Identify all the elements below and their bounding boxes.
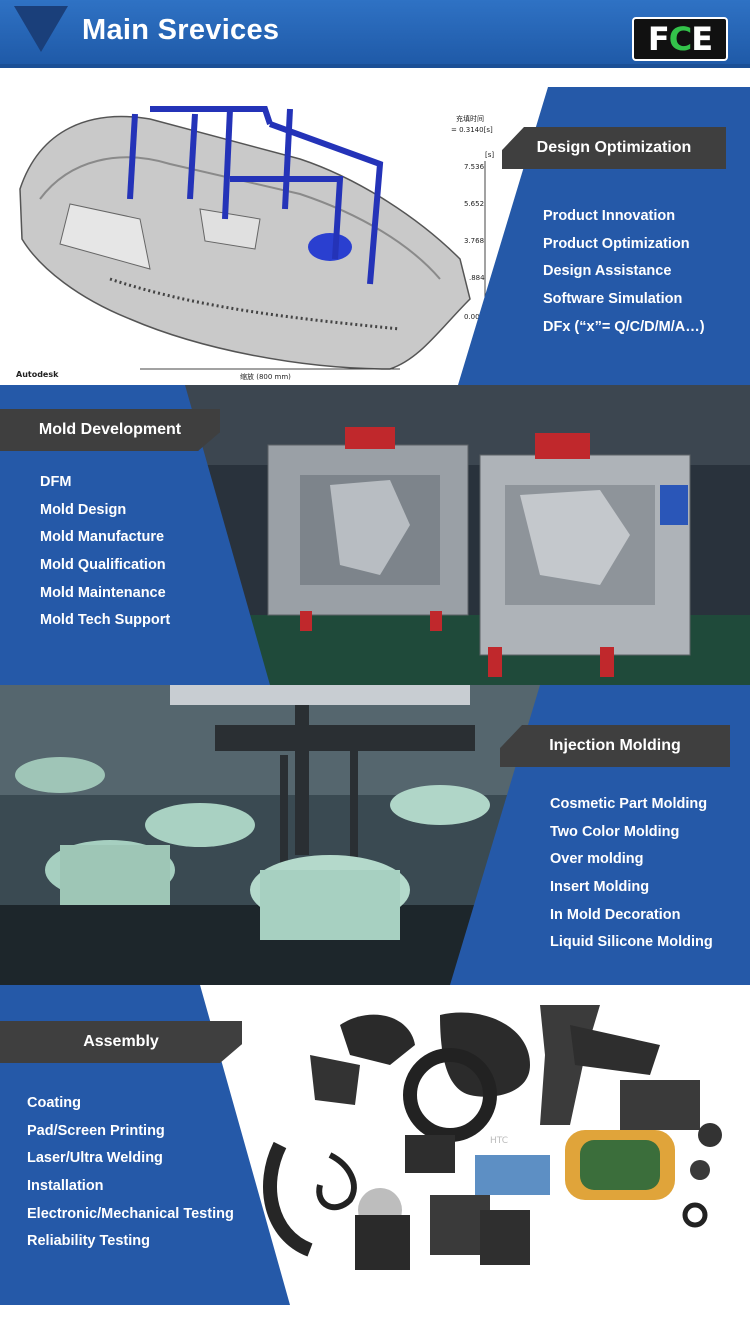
- svg-text:0.000: 0.000: [464, 313, 484, 321]
- section-mold-development: Mold Development DFM Mold Design Mold Ma…: [0, 385, 750, 685]
- svg-text:7.536: 7.536: [464, 163, 485, 171]
- list-item: Laser/Ultra Welding: [27, 1150, 163, 1167]
- list-item: Mold Design: [40, 501, 127, 518]
- mold-items: DFM Mold Design Mold Manufacture Mold Qu…: [40, 469, 170, 635]
- list-item: Pad/Screen Printing: [27, 1122, 165, 1139]
- design-optimization-title: Design Optimization: [502, 127, 726, 169]
- svg-text:缩放 (800 mm): 缩放 (800 mm): [240, 372, 291, 381]
- svg-text:HTC: HTC: [490, 1136, 508, 1146]
- svg-text:= 0.3140[s]: = 0.3140[s]: [451, 126, 493, 134]
- svg-text:3.768: 3.768: [464, 237, 484, 245]
- list-item: Coating: [27, 1095, 81, 1111]
- section-assembly: HTC Assembly Coating Pad/Screen Printing…: [0, 985, 750, 1333]
- injection-molding-title: Injection Molding: [500, 725, 730, 767]
- list-item: Mold Maintenance: [40, 584, 166, 601]
- assembly-image: HTC: [240, 985, 750, 1333]
- svg-text:充填时间: 充填时间: [456, 114, 484, 123]
- list-item: Insert Molding: [550, 879, 650, 896]
- list-item: Liquid Silicone Molding: [550, 934, 713, 951]
- list-item: Two Color Molding: [550, 823, 680, 840]
- list-item: Reliability Testing: [27, 1233, 151, 1250]
- list-item: Mold Manufacture: [40, 529, 165, 546]
- mold-development-title: Mold Development: [0, 409, 220, 451]
- page-title: Main Srevices: [82, 14, 280, 46]
- list-item: Electronic/Mechanical Testing: [27, 1205, 234, 1222]
- assembly-title: Assembly: [0, 1021, 242, 1063]
- design-items: Product Innovation Product Optimization …: [543, 203, 705, 341]
- list-item: Mold Tech Support: [40, 612, 171, 629]
- list-item: DFx (“x”= Q/C/D/M/A…): [543, 318, 705, 335]
- section-design-optimization: 充填时间 = 0.3140[s] [s] 7.536 5.652 3.768 .…: [0, 69, 750, 385]
- assembly-items: Coating Pad/Screen Printing Laser/Ultra …: [27, 1090, 234, 1256]
- list-item: Mold Qualification: [40, 557, 166, 574]
- list-item: Design Assistance: [543, 263, 672, 280]
- section-injection-molding: Injection Molding Cosmetic Part Molding …: [0, 685, 750, 985]
- list-item: Cosmetic Part Molding: [550, 796, 708, 812]
- svg-text:[s]: [s]: [485, 151, 494, 159]
- injection-items: Cosmetic Part Molding Two Color Molding …: [550, 791, 713, 957]
- simulation-image: 充填时间 = 0.3140[s] [s] 7.536 5.652 3.768 .…: [0, 69, 500, 385]
- list-item: In Mold Decoration: [550, 906, 681, 923]
- list-item: Over molding: [550, 851, 644, 868]
- svg-text:Autodesk: Autodesk: [16, 370, 59, 379]
- svg-text:5.652: 5.652: [464, 200, 484, 208]
- mold-image: [0, 385, 750, 685]
- triangle-icon: [14, 6, 68, 52]
- list-item: Software Simulation: [543, 291, 683, 308]
- svg-text:.884: .884: [469, 274, 485, 282]
- list-item: Product Optimization: [543, 235, 690, 252]
- list-item: DFM: [40, 474, 72, 490]
- list-item: Installation: [27, 1178, 104, 1195]
- list-item: Product Innovation: [543, 208, 676, 224]
